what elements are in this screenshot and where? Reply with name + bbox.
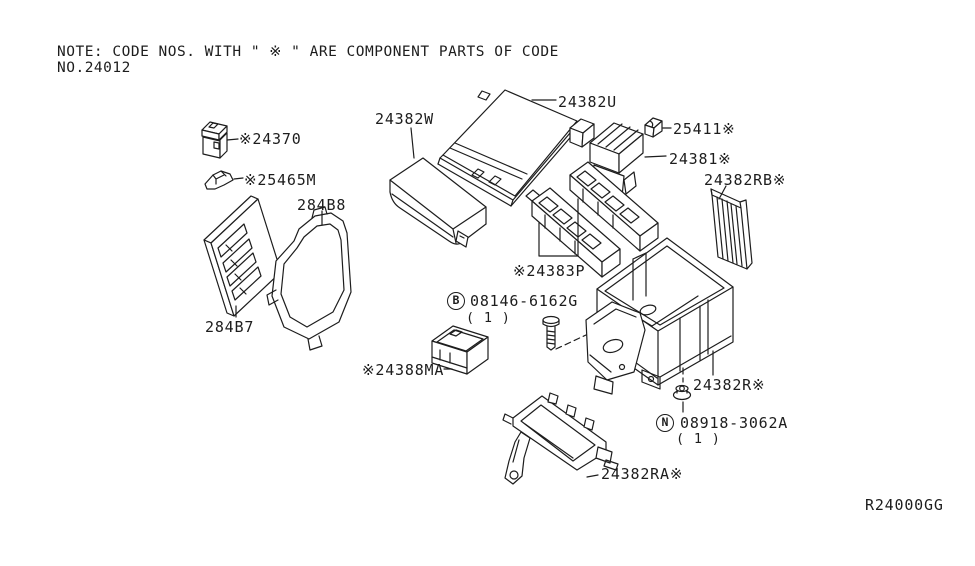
drawing-284b8 [266, 206, 352, 351]
part-label-24382r: 24382R※ [693, 376, 766, 394]
drawing-24382r [585, 237, 734, 395]
part-label-24382u: 24382U [558, 93, 617, 111]
nut-quantity: ( 1 ) [676, 431, 721, 447]
part-label-24388ma: ※24388MA [362, 361, 445, 379]
drawing-24370 [201, 121, 228, 159]
part-label-24383p: ※24383P [513, 262, 586, 280]
note-text-line1: NOTE: CODE NOS. WITH " ※ " ARE COMPONENT… [57, 44, 559, 60]
drawing-24382ra [502, 392, 619, 485]
leader-lines [226, 99, 727, 478]
drawing-24388ma [431, 325, 489, 375]
drawing-24382w [389, 157, 487, 248]
part-label-24382w: 24382W [375, 110, 434, 128]
drawing-24382rb [710, 188, 753, 270]
drawing-nut [672, 384, 692, 401]
drawing-25411 [644, 117, 663, 138]
part-label-25465m: ※25465M [244, 171, 317, 189]
part-label-284b7: 284B7 [205, 318, 255, 336]
drawing-284b7 [203, 195, 282, 317]
nut-symbol-circle: N [656, 414, 674, 432]
note-text-line2: NO.24012 [57, 60, 131, 76]
part-label-24382rb: 24382RB※ [704, 171, 787, 189]
drawing-24382u [437, 89, 578, 207]
part-label-24382ra: 24382RA※ [601, 465, 684, 483]
bolt-symbol-circle: B [447, 292, 465, 310]
bolt-quantity: ( 1 ) [466, 310, 511, 326]
part-label-24370: ※24370 [239, 130, 302, 148]
part-label-24381: 24381※ [669, 150, 732, 168]
drawing-25465m [204, 170, 234, 190]
drawing-bolt [542, 315, 587, 351]
drawing-24383p [525, 161, 659, 278]
drawing-reference-code: R24000GG [865, 496, 944, 514]
bolt-part-number: 08146-6162G [470, 292, 579, 310]
part-label-25411: 25411※ [673, 120, 736, 138]
part-label-284b8: 284B8 [297, 196, 347, 214]
nut-part-number: 08918-3062A [680, 414, 789, 432]
